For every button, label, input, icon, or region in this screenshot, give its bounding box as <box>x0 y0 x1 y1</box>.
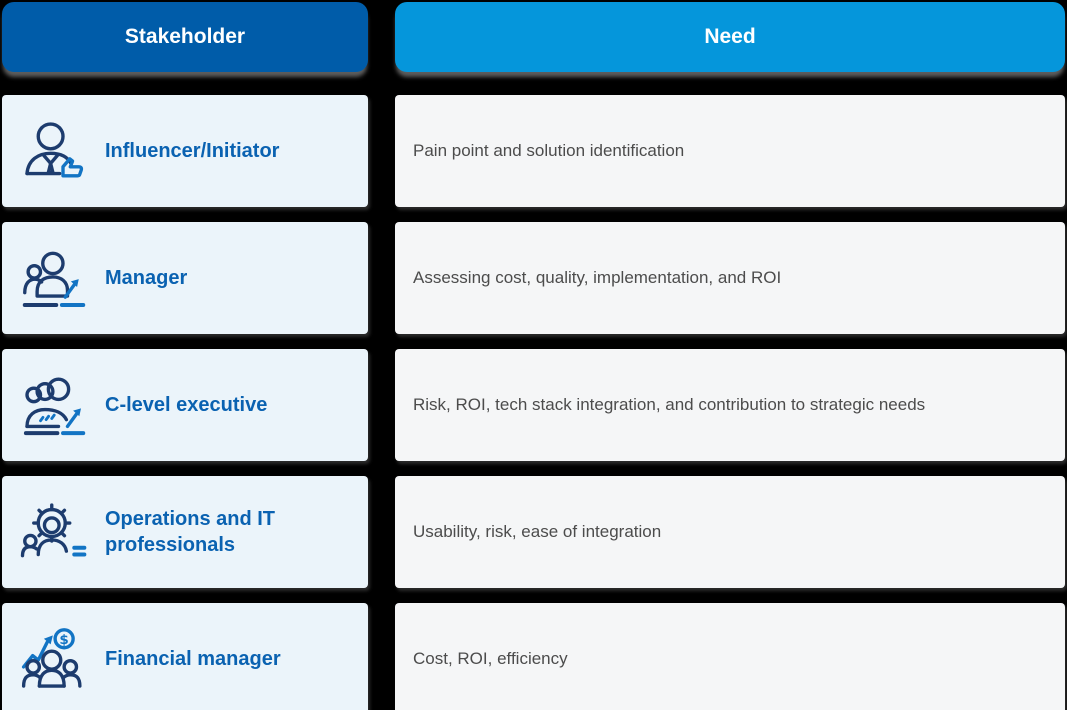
operations-gear-person-icon <box>18 496 90 568</box>
stakeholder-cell: Financial manager <box>2 603 368 710</box>
need-cell: Pain point and solution identification <box>395 95 1065 207</box>
need-header-label: Need <box>704 25 756 48</box>
financial-people-dollar-chart-icon <box>18 623 90 695</box>
need-cell: Risk, ROI, tech stack integration, and c… <box>395 349 1065 461</box>
need-cell: Assessing cost, quality, implementation,… <box>395 222 1065 334</box>
influencer-person-thumbs-up-icon <box>18 115 90 187</box>
stakeholder-cell: C-level executive <box>2 349 368 461</box>
stakeholder-label: Influencer/Initiator <box>105 140 280 162</box>
stakeholder-label: C-level executive <box>105 394 268 416</box>
column-header-stakeholder: Stakeholder <box>2 2 368 72</box>
manager-people-growth-arrow-icon <box>18 242 90 314</box>
need-cell: Usability, risk, ease of integration <box>395 476 1065 588</box>
c-level-group-arrow-icon <box>18 369 90 441</box>
stakeholder-label: Operations and IT professionals <box>105 508 276 556</box>
need-text: Risk, ROI, tech stack integration, and c… <box>413 395 926 414</box>
stakeholder-header-label: Stakeholder <box>124 25 246 48</box>
need-text: Usability, risk, ease of integration <box>413 522 662 541</box>
stakeholder-cell: Influencer/Initiator <box>2 95 368 207</box>
need-text: Cost, ROI, efficiency <box>413 649 568 668</box>
stakeholder-cell: Operations and IT professionals <box>2 476 368 588</box>
stakeholder-cell: Manager <box>2 222 368 334</box>
stakeholder-label: Financial manager <box>105 648 281 670</box>
need-text: Assessing cost, quality, implementation,… <box>413 268 782 287</box>
need-cell: Cost, ROI, efficiency <box>395 603 1065 710</box>
need-text: Pain point and solution identification <box>413 141 685 160</box>
stakeholder-label: Manager <box>105 267 188 289</box>
column-header-need: Need <box>395 2 1065 72</box>
